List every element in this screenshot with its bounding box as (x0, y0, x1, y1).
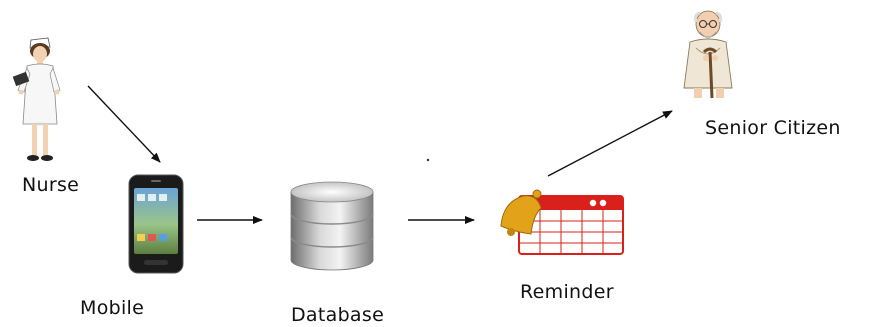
arrow-nurse-to-mobile (87, 85, 161, 163)
mobile-label: Mobile (80, 297, 145, 319)
nurse-icon (12, 37, 61, 161)
senior-citizen-node (678, 8, 740, 102)
senior-citizen-label: Senior Citizen (705, 117, 841, 139)
mobile-node (128, 174, 184, 274)
database-icon (290, 181, 374, 271)
reminder-label: Reminder (520, 281, 614, 303)
database-label: Database (291, 304, 385, 326)
arrow-reminder-to-senior (547, 110, 673, 177)
stray-dot (426, 158, 430, 162)
nurse-node (10, 34, 70, 166)
smartphone-icon (128, 174, 184, 274)
nurse-label: Nurse (22, 174, 80, 196)
reminder-node (497, 186, 629, 258)
calendar-bell-icon (500, 189, 624, 255)
database-node (287, 180, 377, 272)
senior-citizen-icon (683, 10, 733, 99)
